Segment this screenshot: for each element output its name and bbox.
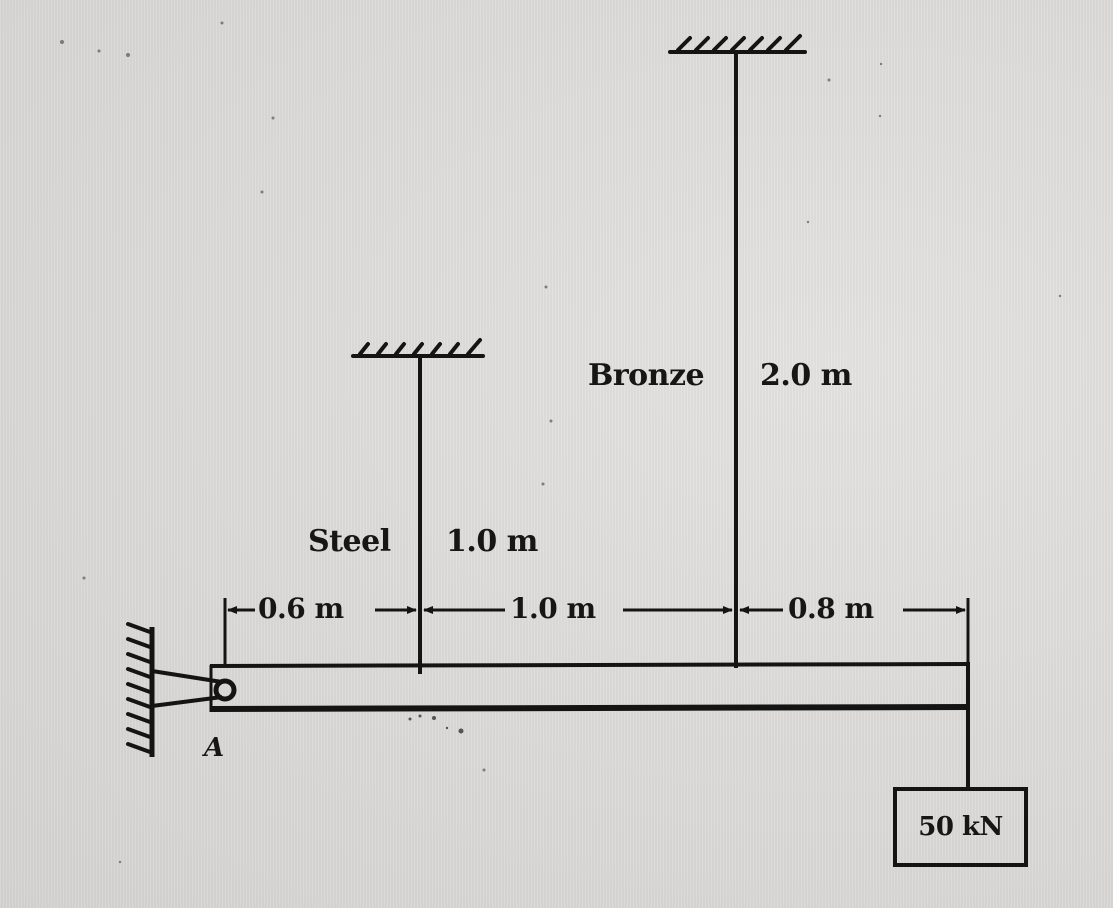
steel-length-label: 1.0 m [446,524,538,559]
load-label: 50 kN [918,812,1003,842]
dimension-label-0-8: 0.8 m [788,592,874,625]
dimension-extension-lines [223,598,970,664]
background-specks [60,21,1062,864]
bronze-length-label: 2.0 m [760,358,852,393]
rigid-bar [209,662,971,712]
support-label-a: A [204,733,224,763]
load-block: 50 kN [893,787,1028,867]
dimension-label-1-0: 1.0 m [510,592,596,625]
beam-specks [408,714,464,734]
pin-support-icon: FUNCTIONS_CLOSED [126,622,237,757]
bronze-ceiling-support-icon [668,34,807,54]
dimension-label-0-6: 0.6 m [258,592,344,625]
steel-ceiling-support-icon [351,338,485,358]
bronze-label: Bronze [588,358,705,393]
steel-label: Steel [308,524,391,559]
